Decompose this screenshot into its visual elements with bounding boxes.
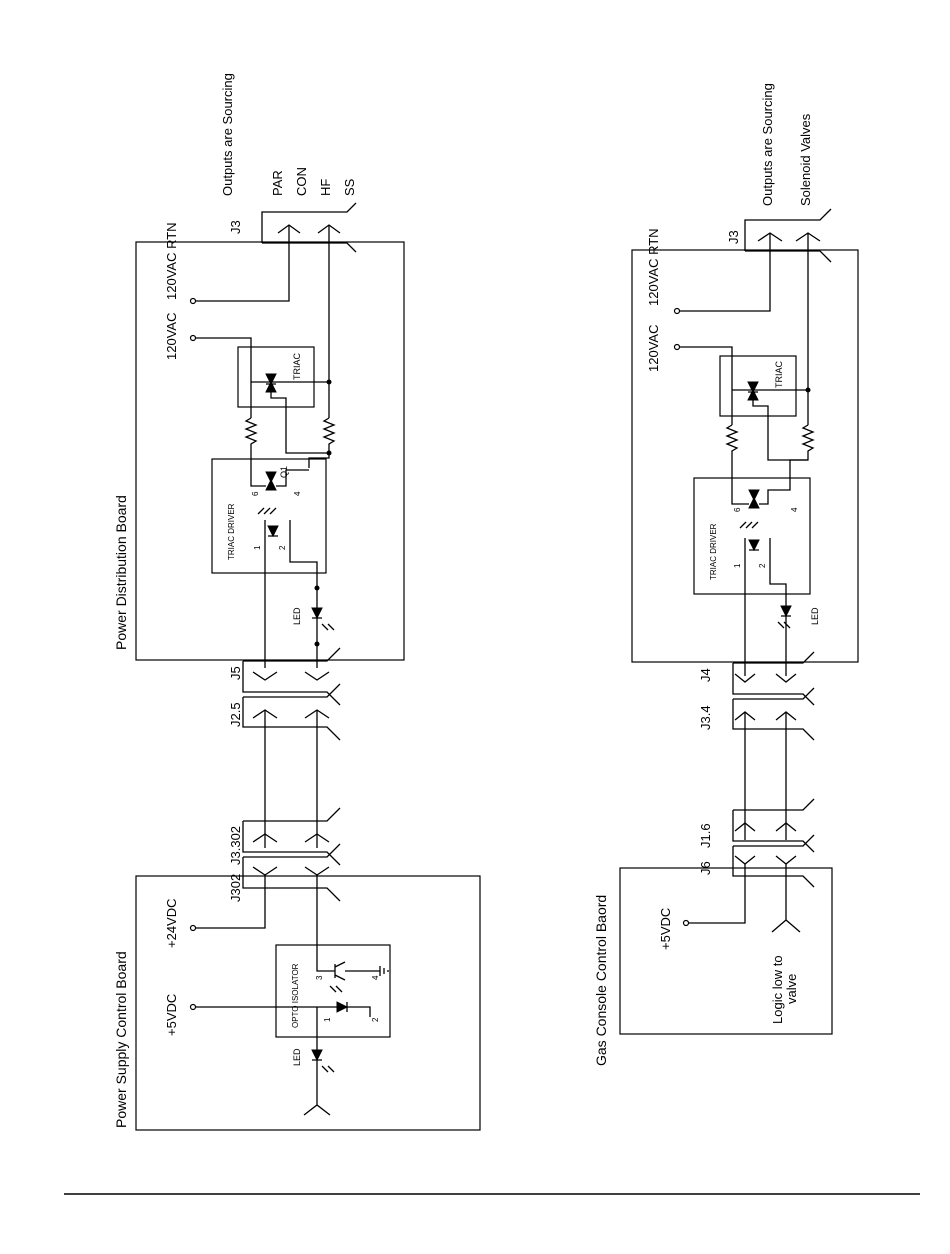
power-supply-control-board-label: Power Supply Control Board — [113, 951, 129, 1128]
vac-120-rtn-label-right: 120VAC RTN — [646, 228, 661, 306]
power-distribution-board-box — [135, 241, 405, 661]
triac-box-right — [719, 355, 797, 417]
pin2-right: 2 — [758, 563, 767, 568]
power-distribution-board-label: Power Distribution Board — [113, 495, 129, 650]
triac-box-left — [237, 346, 315, 408]
pin6-right: 6 — [733, 507, 742, 512]
pin4-right: 4 — [790, 507, 799, 512]
resistor-1-left — [244, 417, 258, 458]
resistor-2-left — [308, 417, 336, 468]
outputs-title-right: Outputs are Sourcing — [760, 83, 775, 206]
opto-pin4: 4 — [371, 975, 380, 980]
connector-j34-label: J3.4 — [698, 705, 713, 730]
led-label-right: LED — [810, 607, 820, 625]
triac-driver-label-left: TRIAC DRIVER — [227, 503, 236, 560]
connector-j6-right: J6 — [698, 834, 815, 888]
output-hf: HF — [318, 179, 333, 196]
opto-pin2: 2 — [371, 1017, 380, 1022]
v5-label-right: +5VDC — [658, 908, 673, 950]
output-par: PAR — [270, 170, 285, 196]
triac-driver-box-left — [211, 458, 327, 574]
right-schematic: 120VAC 120VAC RTN Outputs are Sourcing S… — [593, 83, 859, 1066]
left-schematic: Power Distribution Board 120VAC 120VAC R… — [113, 73, 481, 1131]
opto-pin3: 3 — [315, 975, 324, 980]
logic-low-line1: Logic low to — [770, 955, 785, 1024]
connector-j16-right: J1.6 — [698, 798, 815, 853]
output-con: CON — [294, 167, 309, 196]
vac-120-label-right: 120VAC — [646, 325, 661, 372]
connector-j3-label: J3 — [228, 220, 243, 234]
logic-low-line2: valve — [784, 974, 799, 1004]
triac-driver-label-right: TRIAC DRIVER — [709, 523, 718, 580]
connector-j25-label: J2.5 — [228, 702, 243, 727]
connector-j3-left: J3 — [228, 202, 357, 253]
connector-j3-right: J3 — [726, 208, 832, 263]
pin4-left: 4 — [293, 491, 302, 496]
connector-j4-label: J4 — [698, 668, 713, 682]
v24-label: +24VDC — [164, 899, 179, 949]
led-psb-label: LED — [292, 1048, 302, 1066]
resistor-1-right — [725, 424, 739, 478]
connector-j3-label-right: J3 — [726, 230, 741, 244]
q1-label: Q1 — [279, 466, 289, 478]
connector-j16-label: J1.6 — [698, 823, 713, 848]
solenoid-valves-label: Solenoid Valves — [798, 113, 813, 206]
v5-label-left: +5VDC — [164, 994, 179, 1036]
outputs-title: Outputs are Sourcing — [220, 73, 235, 196]
pin1-right: 1 — [733, 563, 742, 568]
power-supply-control-board-box — [135, 875, 481, 1131]
connector-j302-label: J302 — [228, 874, 243, 902]
resistor-2-right — [789, 424, 815, 478]
gas-console-control-board-label: Gas Console Control Baord — [593, 895, 609, 1066]
connector-j4-right: J4 — [698, 651, 815, 706]
opto-isolator-box — [275, 944, 391, 1038]
triac-label-left: TRIAC — [292, 352, 302, 380]
connector-j34-right: J3.4 — [698, 687, 815, 741]
triac-label-right: TRIAC — [774, 360, 784, 388]
pin6-left: 6 — [251, 491, 260, 496]
vac-120-label: 120VAC — [164, 313, 179, 360]
output-ss: SS — [342, 178, 357, 196]
connector-j3302-label: J3.302 — [228, 826, 243, 865]
vac-120-rtn-label: 120VAC RTN — [164, 222, 179, 300]
connector-j5-label: J5 — [228, 666, 243, 680]
opto-pin1: 1 — [323, 1017, 332, 1022]
opto-isolator-label: OPTO ISOLATOR — [291, 963, 300, 1028]
connector-j5-left: J5 — [228, 647, 341, 706]
connector-j302-left: J302 — [228, 843, 341, 902]
pin2-left: 2 — [278, 545, 287, 550]
pin1-left: 1 — [253, 545, 262, 550]
triac-driver-box-right — [693, 477, 811, 595]
gas-console-control-board-box — [619, 867, 833, 1035]
led-pdb-label: LED — [292, 607, 302, 625]
connector-j3302-left: J3.302 — [228, 807, 341, 866]
